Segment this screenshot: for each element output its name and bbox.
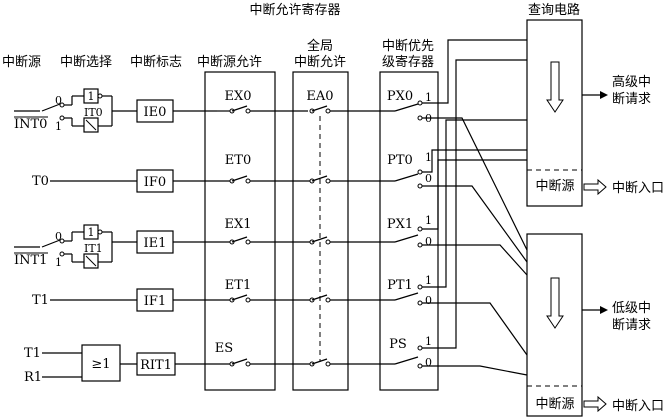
source-t1b-label: T1 <box>24 346 41 361</box>
int1-it1-label: IT1 <box>84 242 103 255</box>
global-ea0-label: EA0 <box>306 89 333 104</box>
header-interrupt-flag: 中断标志 <box>130 55 182 70</box>
header-interrupt-enable-register: 中断允许寄存器 <box>249 2 340 18</box>
low-request-arrow-icon <box>600 306 608 314</box>
source-r1-label: R1 <box>24 370 42 385</box>
header-interrupt-source: 中断源 <box>2 55 41 70</box>
pt0-pos-one: 1 <box>425 151 432 164</box>
low-priority-poll-box <box>526 233 583 417</box>
header-global-line1: 全局 <box>307 38 333 54</box>
header-source-enable: 中断源允许 <box>197 54 262 70</box>
ps-pos-zero: 0 <box>425 356 432 369</box>
header-priority-line2: 级寄存器 <box>382 54 434 70</box>
int1-select-one: 1 <box>55 256 62 269</box>
enable-et0-label: ET0 <box>225 153 251 168</box>
priority-pt0-label: PT0 <box>387 153 413 168</box>
enable-et1-label: ET1 <box>225 278 251 293</box>
int1-select-zero: 0 <box>55 230 62 243</box>
px1-pos-zero: 0 <box>425 235 432 248</box>
priority-pt1-label: PT1 <box>387 278 413 293</box>
high-request-arrow-icon <box>600 91 608 99</box>
high-source-label: 中断源 <box>535 179 574 194</box>
pt1-pos-zero: 0 <box>425 294 432 307</box>
high-request-label-line1: 高级中 <box>612 74 651 90</box>
enable-es-label: ES <box>215 341 233 356</box>
enable-ex1-label: EX1 <box>224 217 251 232</box>
low-request-label-line1: 低级中 <box>612 301 651 316</box>
low-poll-arrow-icon <box>546 277 564 329</box>
px1-pos-one: 1 <box>425 214 432 227</box>
source-t0-label: T0 <box>32 174 49 189</box>
flag-ie0-label: IE0 <box>144 105 167 120</box>
enable-ex0-label: EX0 <box>224 89 251 104</box>
int0-select-one: 1 <box>55 120 62 133</box>
row-serial: T1 R1 ≥1 RIT1 ES PS 1 0 <box>24 335 432 385</box>
header-interrupt-select: 中断选择 <box>60 55 112 70</box>
pt1-pos-one: 1 <box>425 274 432 287</box>
flag-if1-label: IF1 <box>144 294 166 309</box>
low-request-label-line2: 断请求 <box>612 318 651 333</box>
header-global-line2: 中断允许 <box>294 54 346 70</box>
int0-select-zero: 0 <box>55 94 62 107</box>
source-enable-register-box <box>204 71 276 391</box>
row-int1: INT1 0 1 1 IT1 IE1 EX1 PX1 <box>14 214 432 269</box>
pt0-pos-zero: 0 <box>425 172 432 185</box>
header-priority-line1: 中断优先 <box>382 39 434 54</box>
priority-px0-label: PX0 <box>387 89 413 104</box>
header-poll-circuit: 查询电路 <box>528 2 580 18</box>
row-t0: T0 IF0 ET0 PT0 1 0 <box>32 151 432 193</box>
row-int0: INT0 0 1 1 IT0 IE0 EX0 <box>14 88 432 133</box>
low-entry-label: 中断入口 <box>612 399 664 414</box>
source-t1-label: T1 <box>32 293 49 308</box>
high-poll-arrow-icon <box>546 61 564 113</box>
priority-routing-wires <box>422 39 528 376</box>
priority-ps-label: PS <box>389 337 407 352</box>
high-priority-poll-box <box>526 19 583 207</box>
high-request-label-line2: 断请求 <box>612 92 651 107</box>
or-gate <box>81 344 121 382</box>
low-source-label: 中断源 <box>535 397 574 412</box>
flag-ie1-label: IE1 <box>144 236 167 251</box>
source-int0-label: INT0 <box>14 117 47 132</box>
int1-not-gate-label: 1 <box>88 226 95 239</box>
int0-it0-label: IT0 <box>84 106 103 119</box>
source-int1-label: INT1 <box>14 253 47 268</box>
int0-not-gate-label: 1 <box>88 90 95 103</box>
ps-pos-one: 1 <box>425 335 432 348</box>
px0-pos-one: 1 <box>425 91 432 104</box>
flag-if0-label: IF0 <box>144 175 166 190</box>
or-gate-label: ≥1 <box>91 357 110 372</box>
low-entry-arrow-icon <box>583 395 607 413</box>
high-entry-arrow-icon <box>583 178 607 196</box>
priority-px1-label: PX1 <box>387 217 413 232</box>
high-entry-label: 中断入口 <box>612 181 664 196</box>
flag-rit1-label: RIT1 <box>140 358 172 373</box>
priority-register-box <box>379 71 439 391</box>
